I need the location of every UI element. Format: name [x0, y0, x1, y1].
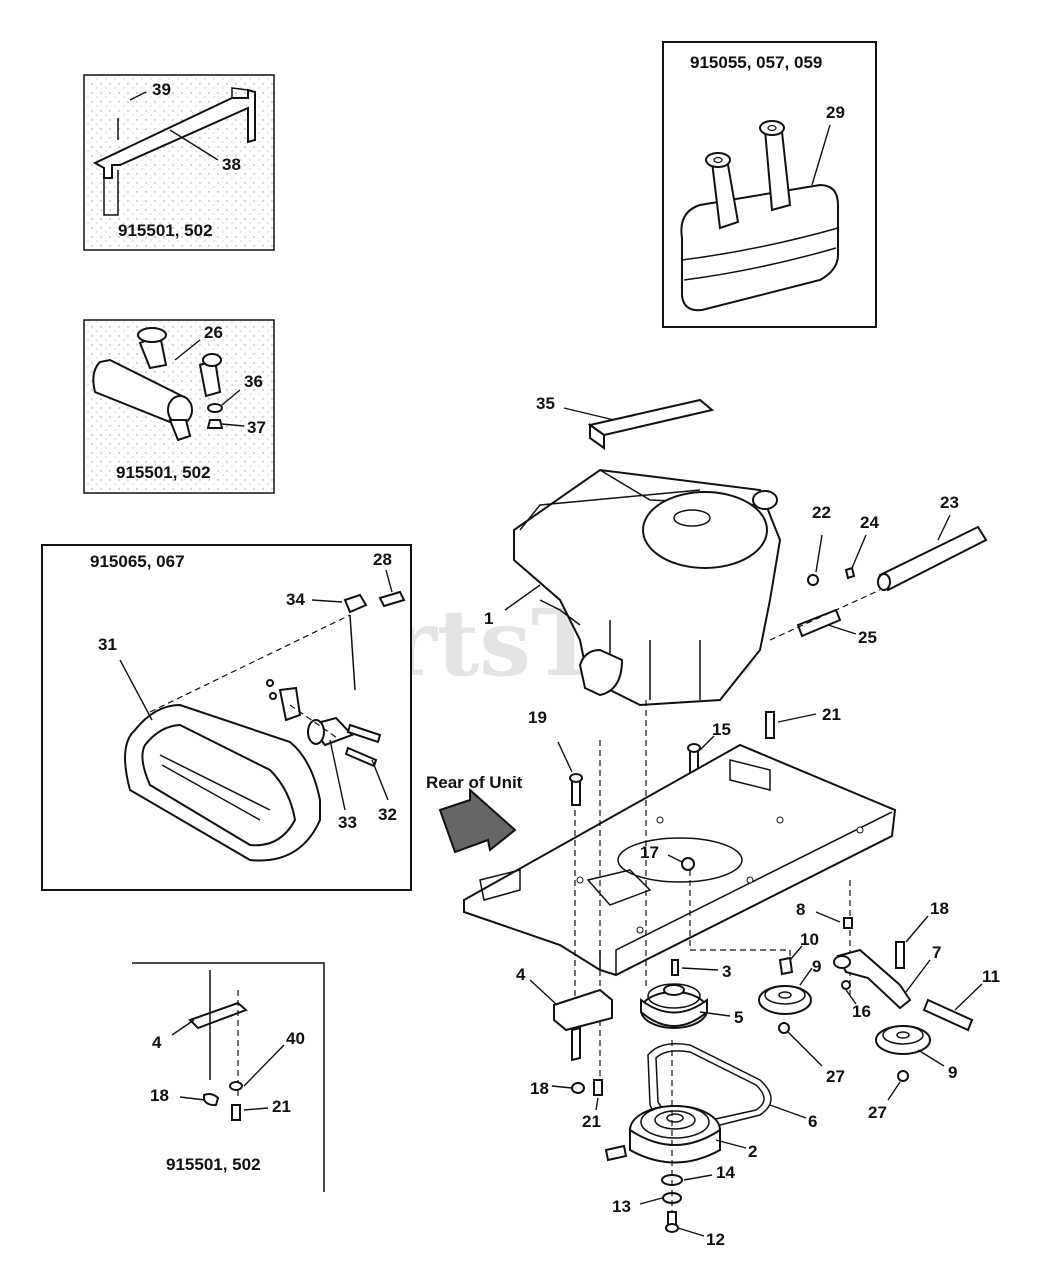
- inset-muffler-round-caption: 915501, 502: [116, 463, 211, 482]
- callout-28: 28: [373, 550, 392, 569]
- callout-11: 11: [982, 967, 1000, 986]
- callout-4a: 4: [516, 965, 526, 984]
- callout-12: 12: [706, 1230, 725, 1249]
- callout-39: 39: [152, 80, 171, 99]
- callout-25: 25: [858, 628, 877, 647]
- rear-of-unit-label: Rear of Unit: [426, 773, 523, 792]
- callout-2: 2: [748, 1142, 757, 1161]
- callout-7: 7: [932, 943, 941, 962]
- inset-bracket-top: 39 38 915501, 502: [83, 74, 275, 251]
- callout-8: 8: [796, 900, 805, 919]
- callout-15: 15: [712, 720, 731, 739]
- callout-5: 5: [734, 1008, 743, 1027]
- callout-21a: 21: [822, 705, 841, 724]
- callout-16: 16: [852, 1002, 871, 1021]
- callout-9a: 9: [812, 957, 821, 976]
- callout-24: 24: [860, 513, 879, 532]
- callout-21c: 21: [272, 1097, 291, 1116]
- callout-19: 19: [528, 708, 547, 727]
- callout-9b: 9: [948, 1063, 957, 1082]
- callout-35: 35: [536, 394, 555, 413]
- inset-muffler-round: 26 36 37 915501, 502: [83, 319, 275, 494]
- callout-1: 1: [484, 609, 493, 628]
- callout-14: 14: [716, 1163, 735, 1182]
- inset-muffler-box: 29 915055, 057, 059: [662, 41, 877, 328]
- inset-bracket-top-caption: 915501, 502: [118, 221, 213, 240]
- callout-36: 36: [244, 372, 263, 391]
- callout-27b: 27: [868, 1103, 887, 1122]
- callout-23: 23: [940, 493, 959, 512]
- callout-29: 29: [826, 103, 845, 122]
- callout-26: 26: [204, 323, 223, 342]
- callout-10: 10: [800, 930, 819, 949]
- callout-17: 17: [640, 843, 659, 862]
- callout-33: 33: [338, 813, 357, 832]
- callout-13: 13: [612, 1197, 631, 1216]
- callout-27a: 27: [826, 1067, 845, 1086]
- callout-18a: 18: [930, 899, 949, 918]
- callout-40: 40: [286, 1029, 305, 1048]
- inset-bracket-bottom: 4 40 18 21 915501, 502: [132, 962, 325, 1192]
- callout-18b: 18: [530, 1079, 549, 1098]
- main-assembly: 35 1 23 24 22 25 21: [426, 394, 1000, 1249]
- callout-34: 34: [286, 590, 305, 609]
- callout-21b: 21: [582, 1112, 601, 1131]
- inset-muffler-oval-caption: 915065, 067: [90, 552, 185, 571]
- callout-6: 6: [808, 1112, 817, 1131]
- callout-4b: 4: [152, 1033, 162, 1052]
- inset-muffler-oval: 31 34 28 33 32 915065, 067: [41, 544, 412, 891]
- callout-37: 37: [247, 418, 266, 437]
- callout-18c: 18: [150, 1086, 169, 1105]
- callout-31: 31: [98, 635, 117, 654]
- callout-32: 32: [378, 805, 397, 824]
- callout-22: 22: [812, 503, 831, 522]
- inset-bracket-bottom-caption: 915501, 502: [166, 1155, 261, 1174]
- callout-3: 3: [722, 962, 731, 981]
- callout-38: 38: [222, 155, 241, 174]
- inset-muffler-box-caption: 915055, 057, 059: [690, 53, 822, 72]
